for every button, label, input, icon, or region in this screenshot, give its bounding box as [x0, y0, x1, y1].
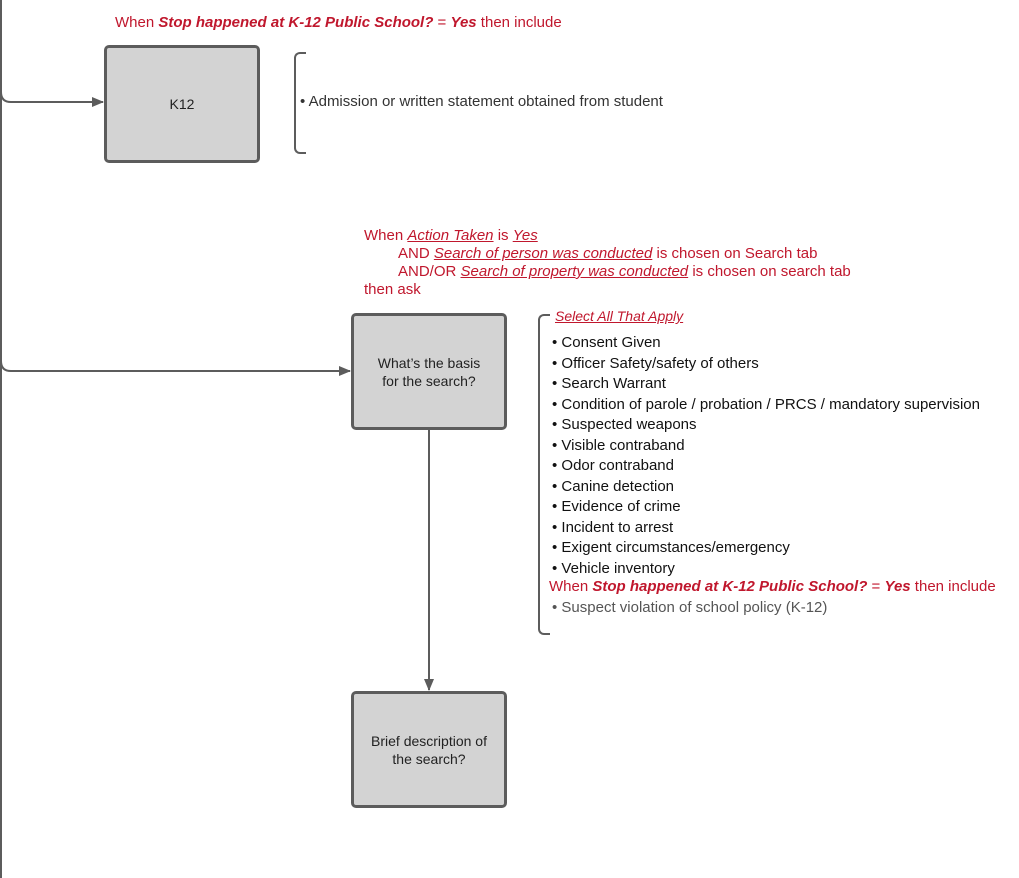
- list-item: Visible contraband: [552, 436, 980, 457]
- list-item: Incident to arrest: [552, 518, 980, 539]
- list-item: Vehicle inventory: [552, 559, 980, 580]
- k12-note: • Admission or written statement obtaine…: [300, 93, 663, 110]
- k12-condition-text: When Stop happened at K-12 Public School…: [115, 14, 562, 31]
- k12-node[interactable]: K12: [104, 45, 260, 163]
- search-description-node-label: Brief description of the search?: [371, 732, 487, 767]
- list-item: Evidence of crime: [552, 497, 980, 518]
- arrow-to-k12-node: [0, 91, 104, 107]
- search-basis-node-label: What’s the basis for the search?: [377, 354, 481, 389]
- basis-options-bracket: [538, 314, 550, 635]
- k12-option: • Suspect violation of school policy (K-…: [552, 599, 828, 616]
- list-item: Consent Given: [552, 333, 980, 354]
- list-item: Canine detection: [552, 477, 980, 498]
- k12-node-label: K12: [169, 96, 195, 112]
- basis-options-list: Consent Given Officer Safety/safety of o…: [552, 333, 980, 579]
- list-item: Condition of parole / probation / PRCS /…: [552, 395, 980, 416]
- search-description-node[interactable]: Brief description of the search?: [351, 691, 507, 808]
- search-condition-text: When Action Taken is Yes AND Search of p…: [364, 227, 851, 298]
- k12-option-condition-text: When Stop happened at K-12 Public School…: [549, 578, 996, 595]
- list-item: Suspected weapons: [552, 415, 980, 436]
- list-item: Exigent circumstances/emergency: [552, 538, 980, 559]
- list-item: Search Warrant: [552, 374, 980, 395]
- arrow-to-basis-node: [0, 360, 351, 376]
- list-item: Officer Safety/safety of others: [552, 354, 980, 375]
- k12-bracket: [294, 52, 306, 154]
- search-basis-node[interactable]: What’s the basis for the search?: [351, 313, 507, 430]
- list-item: Odor contraband: [552, 456, 980, 477]
- select-all-hint: Select All That Apply: [555, 308, 684, 324]
